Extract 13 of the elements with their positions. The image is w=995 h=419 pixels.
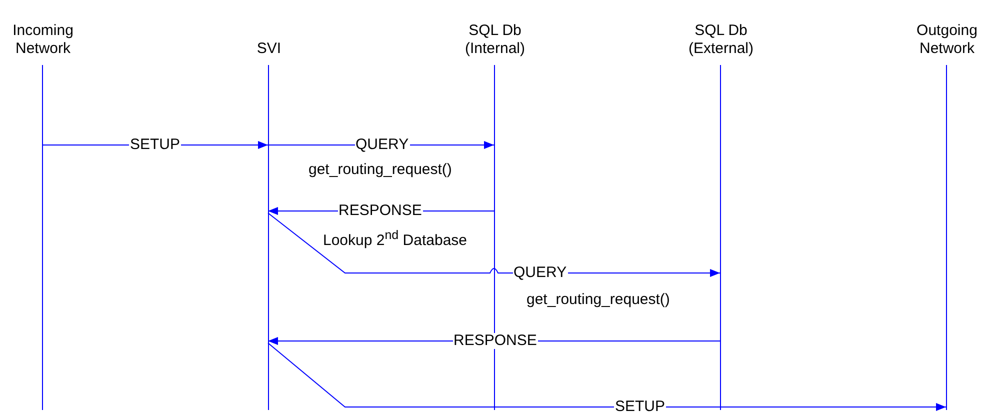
message-label: QUERY xyxy=(512,265,568,281)
message-label: RESPONSE xyxy=(452,333,538,349)
message-arrow xyxy=(268,212,720,277)
participant-name: SQL Db (External) xyxy=(687,22,755,58)
participant-name: Incoming Network xyxy=(12,22,74,58)
participant-name: Outgoing Network xyxy=(916,22,978,58)
note-text: get_routing_request() xyxy=(308,161,452,179)
participant-name: SVI xyxy=(256,40,282,58)
message-arrow xyxy=(268,342,946,411)
participant-name: SQL Db (Internal) xyxy=(464,22,526,58)
note-text: get_routing_request() xyxy=(526,291,670,309)
message-label: QUERY xyxy=(354,137,410,153)
note-text: Lookup 2$^{nd}$ Database xyxy=(323,227,468,250)
